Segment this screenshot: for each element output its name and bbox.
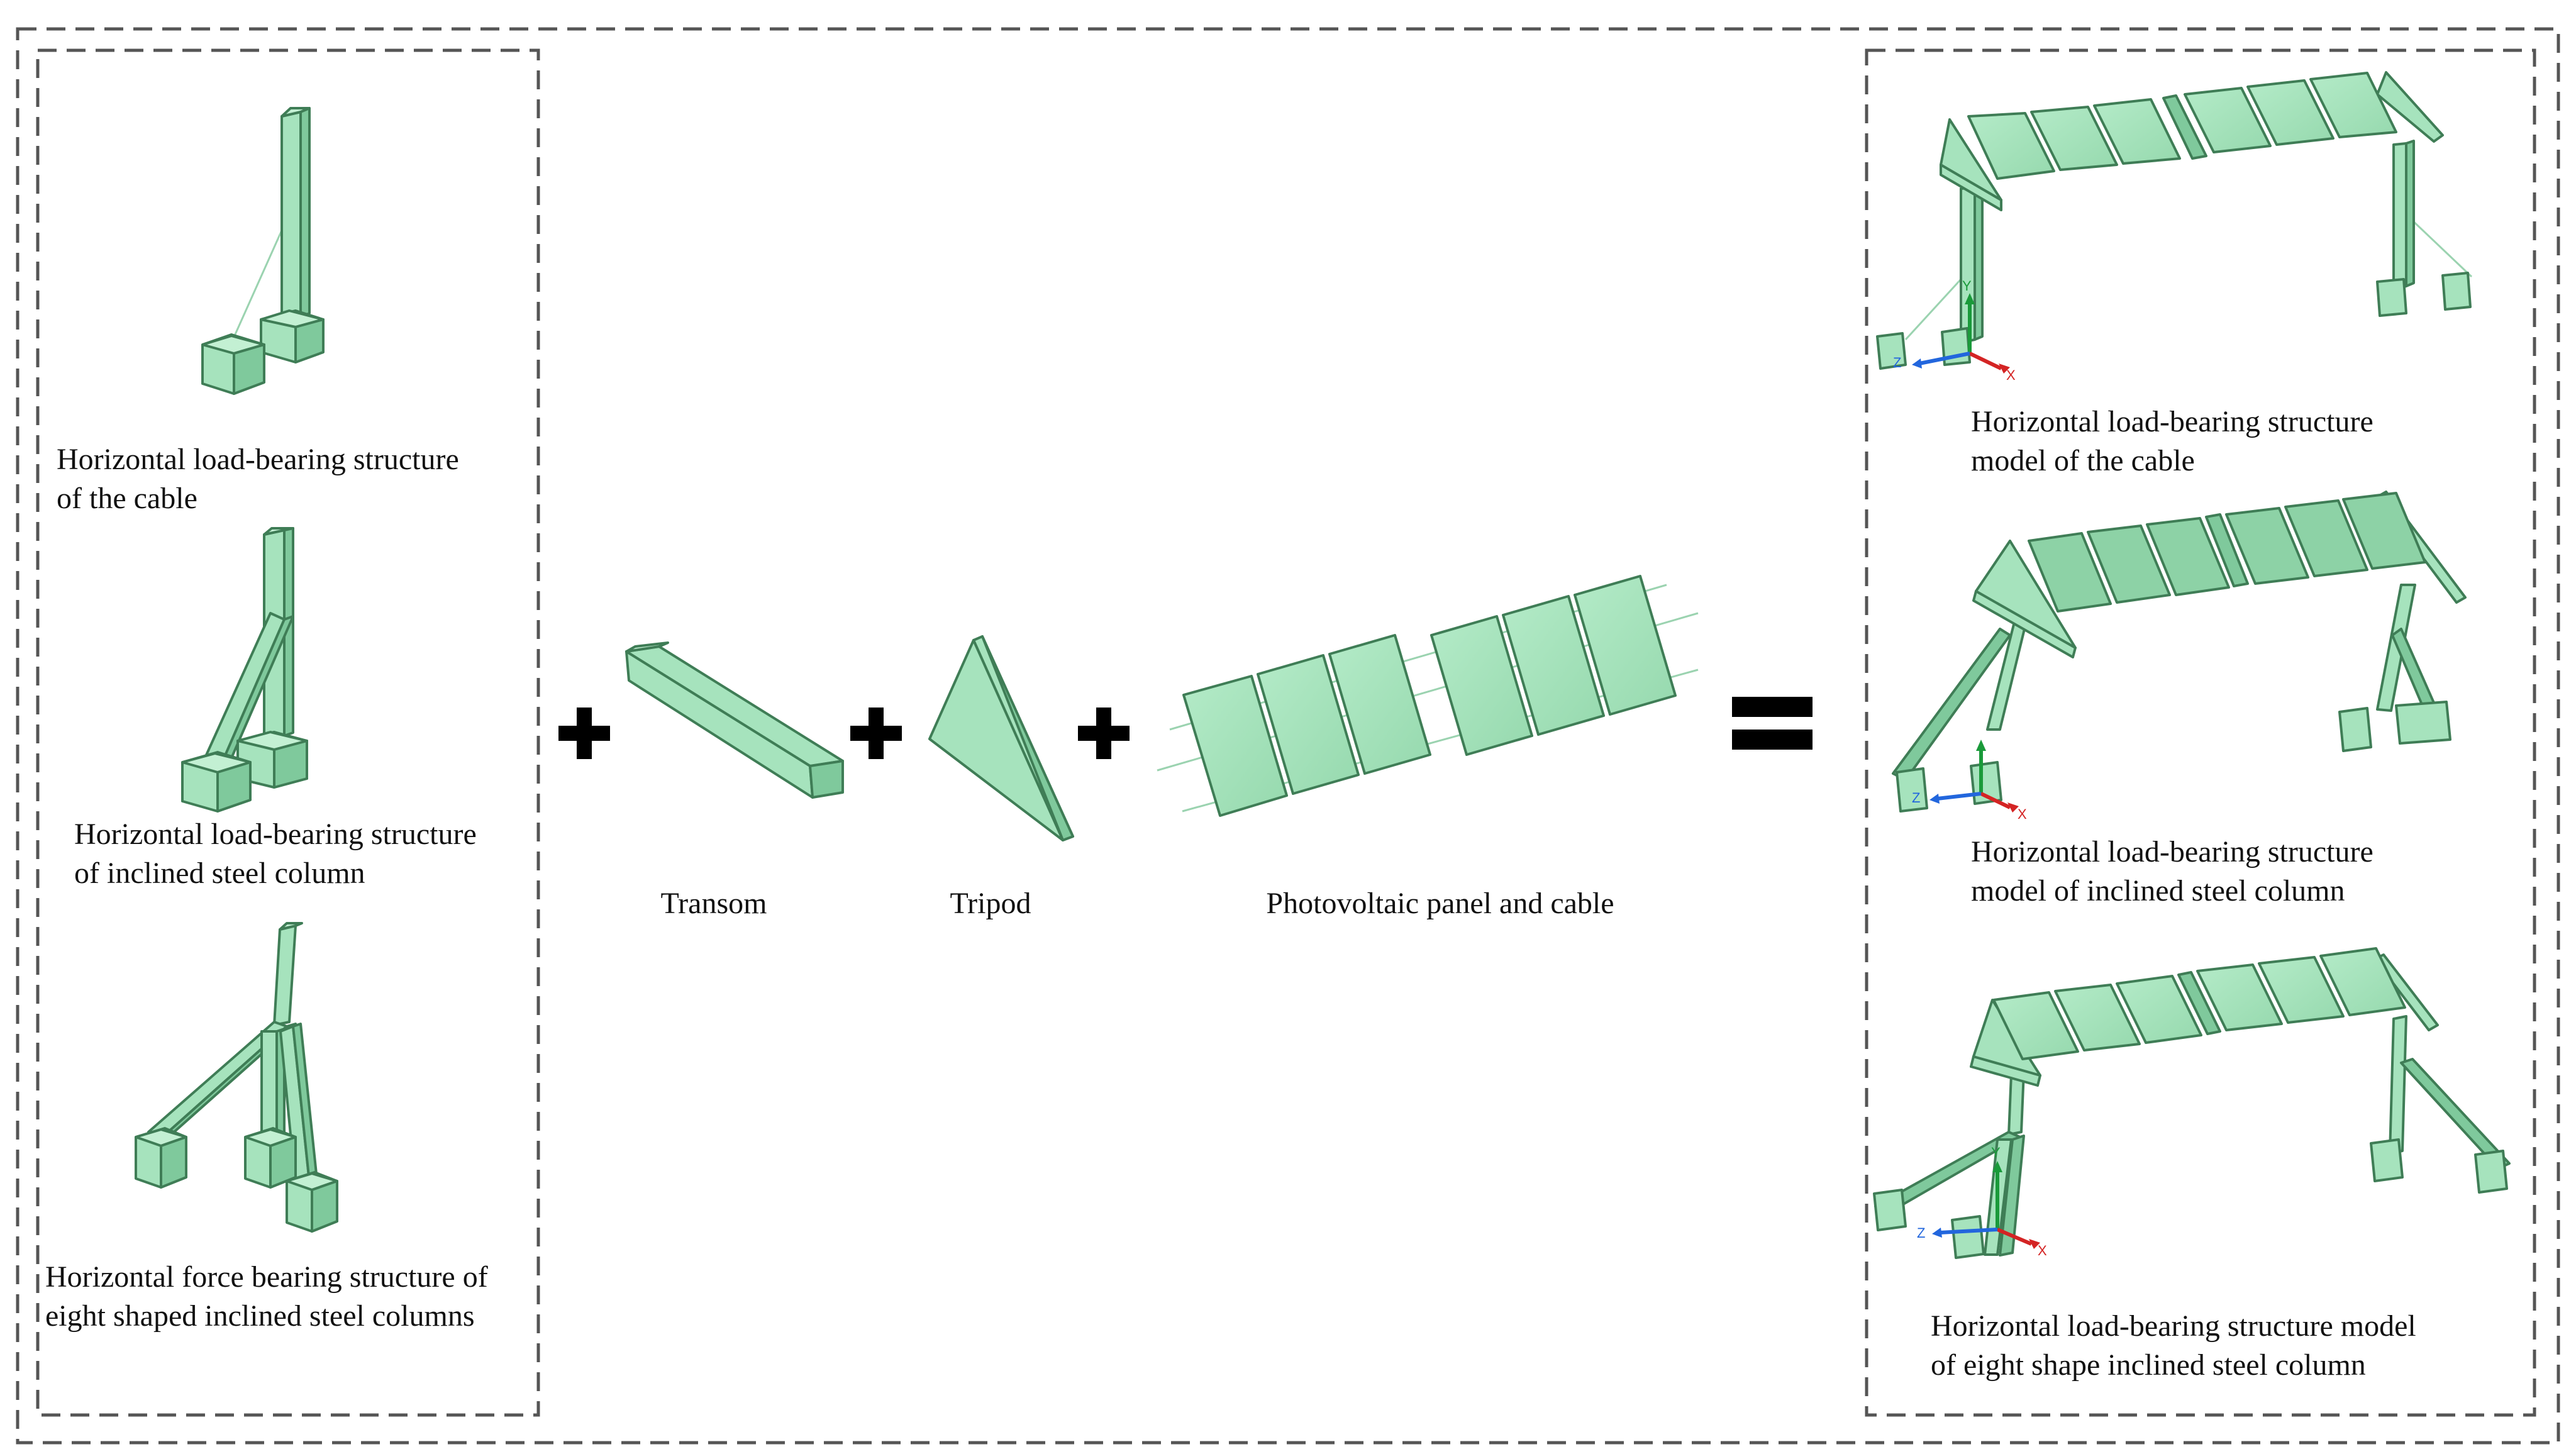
- equals-sign: [1732, 697, 1813, 750]
- assembled-eight-shaped-column-model: [1873, 947, 2511, 1259]
- eight-shaped-column-model: [135, 922, 338, 1233]
- label-transom: Transom: [629, 884, 799, 923]
- right-label-eight-shaped-line2: of eight shape inclined steel column: [1931, 1348, 2366, 1382]
- left-label-inclined-line1: Horizontal load-bearing structure: [74, 818, 477, 851]
- label-pv-panel: Photovoltaic panel and cable: [1220, 884, 1660, 923]
- transom-model: [625, 641, 844, 799]
- left-label-cable-line1: Horizontal load-bearing structure: [57, 443, 459, 476]
- axis-label-z-1: Z: [1893, 355, 1901, 370]
- axis-label-y-1: Y: [1962, 278, 1972, 294]
- plus-sign-3: [1078, 708, 1130, 759]
- label-tripod: Tripod: [918, 884, 1063, 923]
- left-label-inclined-line2: of inclined steel column: [74, 857, 365, 890]
- cable-column-model: [201, 107, 325, 395]
- axis-label-z-3: Z: [1917, 1225, 1925, 1241]
- axis-label-x-2: X: [2018, 806, 2027, 822]
- left-label-cable: Horizontal load-bearing structure of the…: [57, 440, 459, 518]
- axis-triad-1: [1912, 293, 2010, 374]
- right-label-eight-shaped-line1: Horizontal load-bearing structure model: [1931, 1309, 2416, 1343]
- right-label-cable-line2: model of the cable: [1971, 444, 2195, 477]
- left-label-eight-shaped: Horizontal force bearing structure of ei…: [45, 1258, 488, 1336]
- left-label-inclined: Horizontal load-bearing structure of inc…: [74, 815, 477, 893]
- label-transom-text: Transom: [660, 887, 767, 920]
- label-pv-panel-text: Photovoltaic panel and cable: [1266, 887, 1614, 920]
- axis-label-y-3: Y: [1991, 1145, 2001, 1160]
- right-label-inclined-line2: model of inclined steel column: [1971, 874, 2345, 907]
- right-label-eight-shaped: Horizontal load-bearing structure model …: [1931, 1307, 2416, 1385]
- right-label-inclined: Horizontal load-bearing structure model …: [1971, 833, 2373, 911]
- operators: [558, 697, 1813, 759]
- right-frame: [1865, 48, 2536, 1417]
- label-tripod-text: Tripod: [950, 887, 1031, 920]
- axis-label-x-3: X: [2038, 1243, 2047, 1258]
- axis-triad-3: [1932, 1161, 2040, 1249]
- left-label-eight-shaped-line2: eight shaped inclined steel columns: [45, 1299, 475, 1333]
- plus-sign-1: [558, 708, 610, 759]
- axis-label-z-2: Z: [1912, 790, 1920, 806]
- right-label-cable: Horizontal load-bearing structure model …: [1971, 402, 2373, 480]
- inclined-column-model: [181, 527, 308, 813]
- outer-frame: [16, 27, 2560, 1445]
- pv-panels-model: [1157, 575, 1699, 817]
- assembled-inclined-column-model: [1892, 491, 2467, 813]
- tripod-model: [928, 635, 1074, 841]
- assembled-cable-model: [1876, 71, 2473, 370]
- plus-sign-2: [850, 708, 902, 759]
- left-frame: [36, 48, 540, 1417]
- axis-triad-2: [1929, 740, 2019, 813]
- right-label-cable-line1: Horizontal load-bearing structure: [1971, 405, 2373, 438]
- left-label-eight-shaped-line1: Horizontal force bearing structure of: [45, 1260, 488, 1294]
- axis-label-x-1: X: [2006, 367, 2016, 383]
- left-label-cable-line2: of the cable: [57, 482, 197, 515]
- right-label-inclined-line1: Horizontal load-bearing structure: [1971, 835, 2373, 869]
